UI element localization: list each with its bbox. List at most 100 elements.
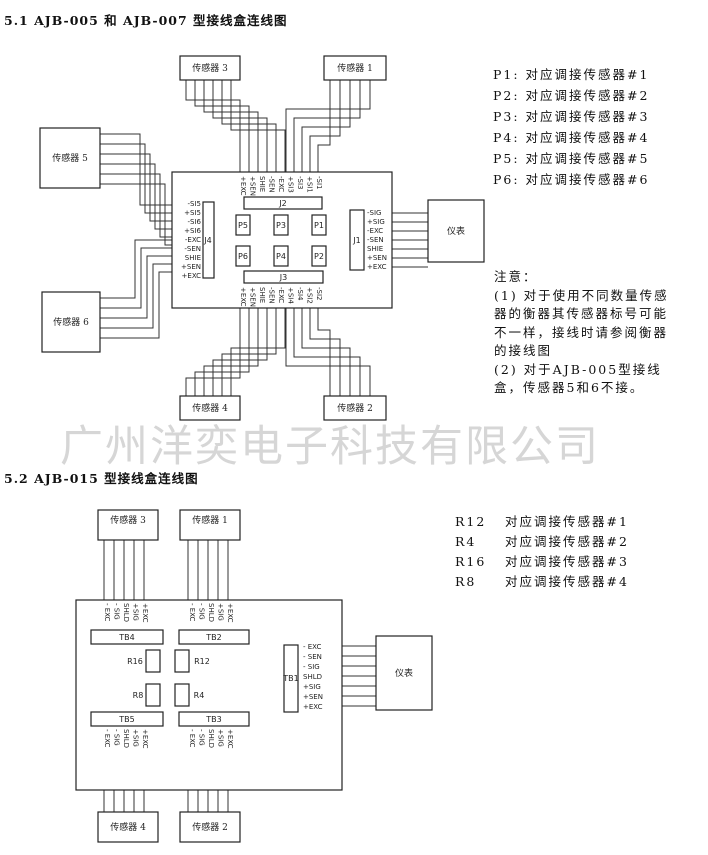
sensor-1-box-label: 传感器 1 <box>192 514 228 526</box>
pin-label: +EXC <box>141 603 149 623</box>
pin-label: SHLD <box>122 729 130 748</box>
note-heading: 注意： <box>494 269 538 284</box>
pin-label: +SIG <box>367 218 385 226</box>
resistor-r12-label: R12 <box>194 657 210 666</box>
connector-j1 <box>349 209 365 271</box>
potentiometer-p5 <box>235 214 251 236</box>
pin-label: +SEN <box>249 287 257 307</box>
legend-ref: R4 <box>455 534 477 549</box>
pin-label: - SIG <box>198 729 206 746</box>
legend-item: P6: 对应调接传感器#6 <box>493 172 650 187</box>
connector-j3 <box>243 270 324 284</box>
pin-label: -EXC <box>277 287 285 303</box>
legend-item: P5: 对应调接传感器#5 <box>493 151 650 166</box>
resistor-r12 <box>174 649 190 673</box>
pot-legend: P1: 对应调接传感器#1 P2: 对应调接传感器#2 P3: 对应调接传感器#… <box>493 64 649 190</box>
sensor-4-box <box>179 395 241 421</box>
wire <box>100 173 172 238</box>
wire <box>285 80 371 172</box>
pin-label: +SI3 <box>287 176 295 193</box>
pin-label: SHLD <box>122 603 130 622</box>
pin-label: +EXC <box>239 176 247 196</box>
instrument-box <box>427 199 485 263</box>
resistor-r16-label: R16 <box>127 657 143 666</box>
potentiometer-p6 <box>235 245 251 267</box>
pin-label: - SIG <box>113 729 121 746</box>
resistor-r8 <box>145 683 161 707</box>
pin-label: +SI6 <box>184 227 201 235</box>
wire <box>100 153 172 222</box>
pin-label: -EXC <box>367 227 383 235</box>
potentiometer-p6-label: P6 <box>238 252 248 261</box>
wire <box>212 80 268 172</box>
potentiometer-p2 <box>311 245 327 267</box>
potentiometer-p1-label: P1 <box>314 221 324 230</box>
pin-label: +SEN <box>249 176 257 196</box>
legend-ref: R16 <box>455 554 487 569</box>
wire <box>285 308 371 396</box>
pin-label: -SI5 <box>188 200 202 208</box>
sensor-2-box-label: 传感器 2 <box>192 821 228 833</box>
wire <box>100 255 172 319</box>
pin-label: - SIG <box>113 603 121 620</box>
pin-label: +SI1 <box>306 176 314 193</box>
sensor-2-box-label: 传感器 2 <box>337 402 373 414</box>
legend-ref: R12 <box>455 514 487 529</box>
legend-item: P3: 对应调接传感器#3 <box>493 109 650 124</box>
pin-label: -SI6 <box>188 218 202 226</box>
resistor-r4 <box>174 683 190 707</box>
pin-label: -EXC <box>185 236 201 244</box>
terminal-tb1-label: TB1 <box>282 674 298 683</box>
wire <box>221 80 277 172</box>
connector-j3-label: J3 <box>279 273 287 282</box>
terminal-tb5 <box>90 711 164 727</box>
wire <box>100 183 172 246</box>
wire <box>212 308 268 396</box>
pin-label: +SEN <box>367 254 387 262</box>
pin-label: - SIG <box>198 603 206 620</box>
pin-label: -SEN <box>268 287 276 304</box>
sensor-1-box <box>179 509 241 541</box>
pin-label: +SEN <box>303 693 323 701</box>
wire <box>230 308 286 396</box>
sensor-3-box-label: 传感器 3 <box>192 62 228 74</box>
instrument-box <box>375 635 433 711</box>
sensor-6-box <box>41 291 101 353</box>
pin-label: +EXC <box>239 287 247 307</box>
legend-item: P2: 对应调接传感器#2 <box>493 88 650 103</box>
pin-label: +SIG <box>132 603 140 621</box>
terminal-tb2-label: TB2 <box>205 633 221 642</box>
pin-label: -SEN <box>184 245 201 253</box>
wire <box>221 308 277 396</box>
pin-label: -SI3 <box>296 176 304 190</box>
wire <box>100 271 172 339</box>
pin-label: +SIG <box>132 729 140 747</box>
resistor-r4-label: R4 <box>194 691 205 700</box>
wire <box>293 308 361 396</box>
terminal-tb4 <box>90 629 164 645</box>
legend-text: 对应调接传感器#1 <box>505 514 629 529</box>
terminal-tb5-label: TB5 <box>118 715 134 724</box>
wire <box>309 308 341 396</box>
potentiometer-p4-label: P4 <box>276 252 286 261</box>
pin-label: +EXC <box>226 603 234 623</box>
sensor-1-box-label: 传感器 1 <box>337 62 373 74</box>
connector-j4 <box>202 201 215 279</box>
potentiometer-p4 <box>273 245 289 267</box>
pin-label: SHLD <box>303 673 322 681</box>
connector-j2 <box>243 196 323 210</box>
pin-label: +SIG <box>217 603 225 621</box>
pin-label: +EXC <box>182 272 202 280</box>
pin-label: +SIG <box>217 729 225 747</box>
wire <box>100 239 172 299</box>
pin-label: - EXC <box>188 603 196 621</box>
sensor-6-box-label: 传感器 6 <box>53 316 89 328</box>
pin-label: SHIE <box>185 254 201 262</box>
pin-label: +SEN <box>181 263 201 271</box>
sensor-5-box <box>39 127 101 189</box>
potentiometer-p2-label: P2 <box>314 252 324 261</box>
wire <box>100 263 172 329</box>
sensor-2-box <box>179 811 241 843</box>
